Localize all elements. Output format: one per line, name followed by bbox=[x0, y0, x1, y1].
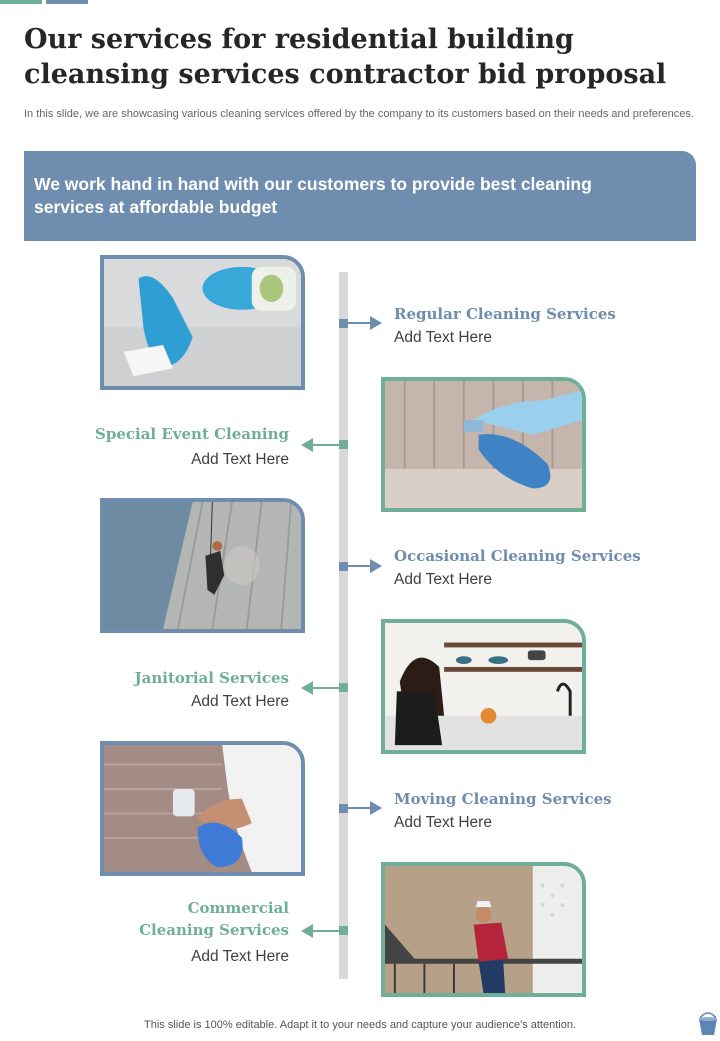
arrow-right-icon bbox=[370, 801, 382, 815]
timeline-node-2 bbox=[339, 440, 348, 449]
arrow-left-icon bbox=[301, 438, 313, 452]
bucket-icon bbox=[697, 1010, 719, 1036]
service-title-3: Occasional Cleaning Services bbox=[394, 547, 641, 565]
service-text-4: Add Text Here bbox=[191, 693, 289, 710]
service-text-3: Add Text Here bbox=[394, 571, 492, 588]
service-image-commercial bbox=[381, 862, 586, 997]
top-accent-green bbox=[0, 0, 42, 4]
top-accent-blue bbox=[46, 0, 88, 4]
service-image-occasional bbox=[100, 498, 305, 633]
timeline-node-3 bbox=[339, 562, 348, 571]
arrow-left-icon bbox=[301, 924, 313, 938]
service-text-6: Add Text Here bbox=[191, 948, 289, 965]
timeline-node-6 bbox=[339, 926, 348, 935]
service-image-moving bbox=[100, 741, 305, 876]
page-title: Our services for residential building cl… bbox=[24, 24, 667, 90]
timeline-line bbox=[339, 272, 348, 979]
banner: We work hand in hand with our customers … bbox=[24, 151, 696, 241]
service-title-1: Regular Cleaning Services bbox=[394, 305, 616, 323]
service-title-2: Special Event Cleaning bbox=[95, 425, 289, 443]
service-title-6: Commercial Cleaning Services bbox=[139, 899, 289, 939]
timeline-node-4 bbox=[339, 683, 348, 692]
footer-note: This slide is 100% editable. Adapt it to… bbox=[144, 1019, 576, 1031]
connector-6 bbox=[313, 930, 339, 932]
service-image-special-event bbox=[381, 377, 586, 512]
service-text-1: Add Text Here bbox=[394, 329, 492, 346]
banner-text: We work hand in hand with our customers … bbox=[34, 174, 592, 217]
arrow-right-icon bbox=[370, 316, 382, 330]
page-subtitle: In this slide, we are showcasing various… bbox=[24, 108, 694, 120]
timeline-node-5 bbox=[339, 804, 348, 813]
service-title-5: Moving Cleaning Services bbox=[394, 790, 612, 808]
arrow-right-icon bbox=[370, 559, 382, 573]
connector-5 bbox=[348, 807, 370, 809]
service-text-5: Add Text Here bbox=[394, 814, 492, 831]
connector-1 bbox=[348, 322, 370, 324]
timeline-node-1 bbox=[339, 319, 348, 328]
service-text-2: Add Text Here bbox=[191, 451, 289, 468]
service-image-regular bbox=[100, 255, 305, 390]
connector-4 bbox=[313, 687, 339, 689]
service-title-4: Janitorial Services bbox=[134, 669, 289, 687]
arrow-left-icon bbox=[301, 681, 313, 695]
connector-3 bbox=[348, 565, 370, 567]
service-image-janitorial bbox=[381, 619, 586, 754]
connector-2 bbox=[313, 444, 339, 446]
